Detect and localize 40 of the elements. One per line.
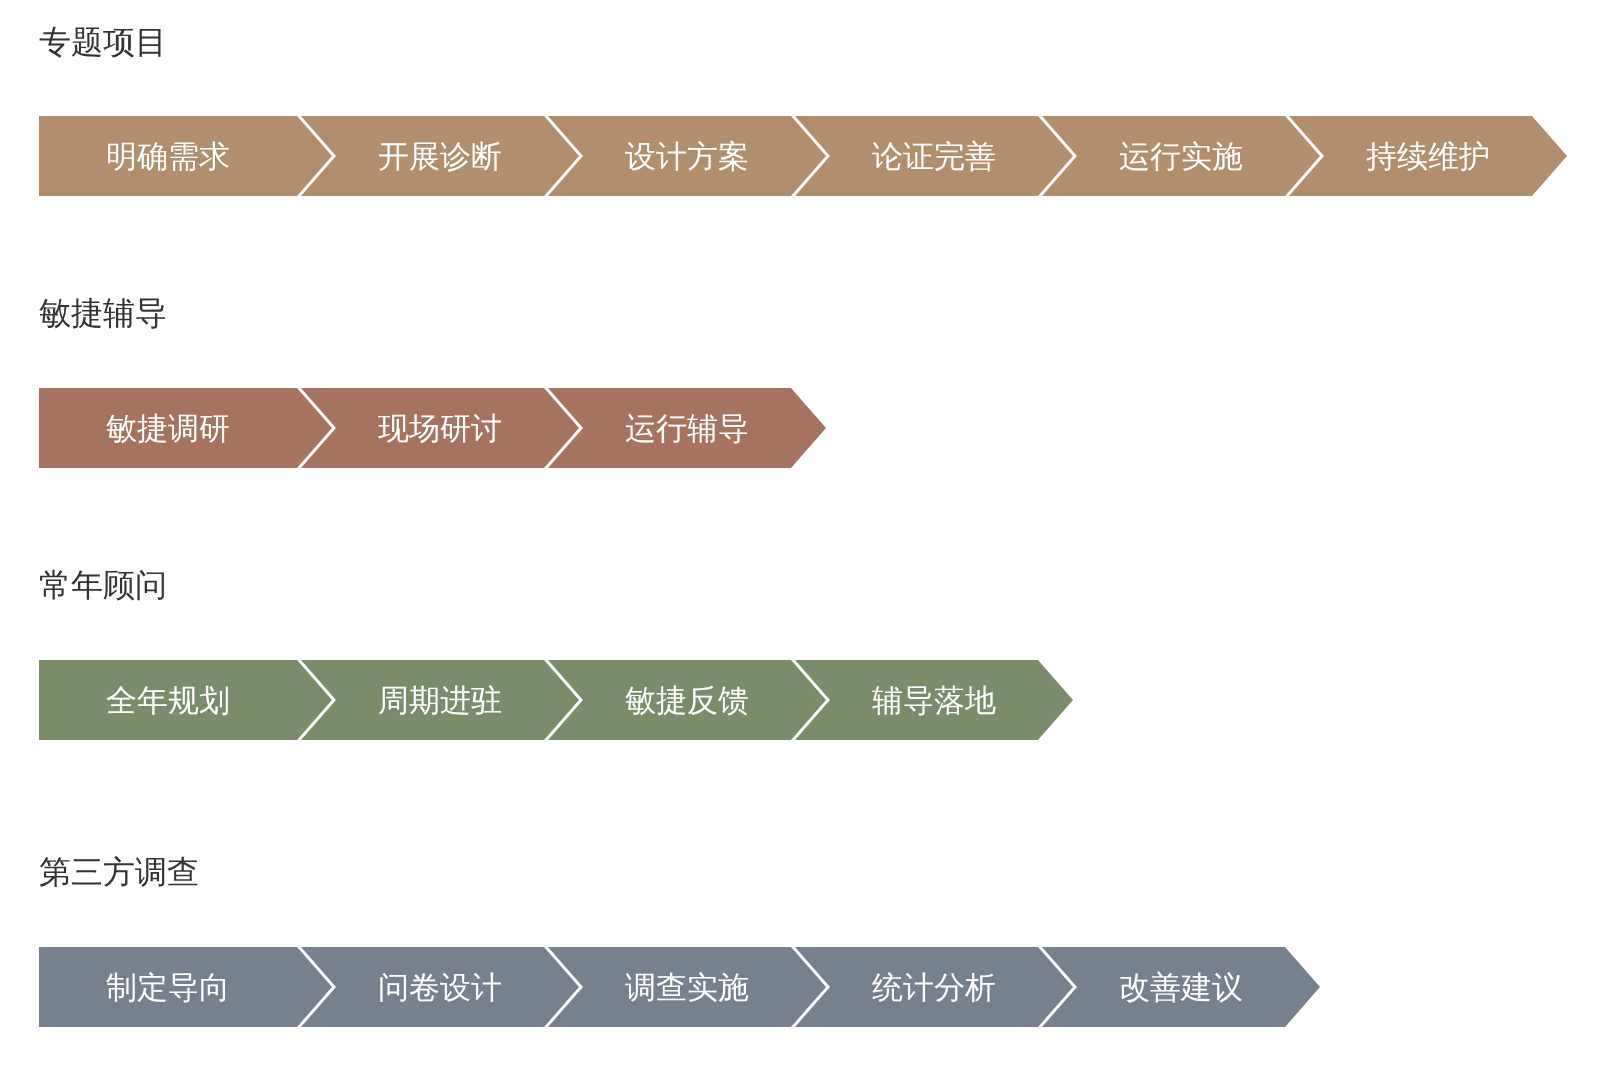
chevron-step [548, 388, 826, 468]
chevron-step [301, 660, 579, 740]
step-label: 调查实施 [624, 968, 750, 1007]
chevron-step [795, 947, 1073, 1027]
step-label: 问卷设计 [377, 968, 503, 1007]
section-heading: 专题项目 [39, 22, 167, 62]
section-heading: 第三方调查 [39, 852, 199, 892]
step-label: 周期进驻 [377, 681, 503, 720]
chevron-step [39, 660, 332, 740]
step-label: 统计分析 [871, 968, 997, 1007]
chevron-step [548, 116, 826, 196]
step-label: 现场研讨 [377, 409, 503, 448]
chevron-step [795, 660, 1073, 740]
step-label: 制定导向 [105, 968, 231, 1007]
step-label: 敏捷反馈 [624, 681, 750, 720]
step-label: 开展诊断 [377, 137, 503, 176]
step-label: 辅导落地 [871, 681, 997, 720]
chevron-step [301, 947, 579, 1027]
chevron-step [39, 388, 332, 468]
step-label: 设计方案 [624, 137, 750, 176]
section-heading: 常年顾问 [39, 565, 167, 605]
chevron-step [39, 947, 332, 1027]
chevron-step [1042, 116, 1320, 196]
section-heading: 敏捷辅导 [39, 293, 167, 333]
chevron-step [39, 116, 332, 196]
step-label: 改善建议 [1118, 968, 1244, 1007]
chevron-step [1042, 947, 1320, 1027]
step-label: 明确需求 [105, 137, 231, 176]
chevron-step [795, 116, 1073, 196]
step-label: 论证完善 [871, 137, 997, 176]
chevron-step [301, 388, 579, 468]
chevron-step [1289, 116, 1567, 196]
step-label: 运行实施 [1118, 137, 1244, 176]
chevron-step [548, 660, 826, 740]
step-label: 敏捷调研 [105, 409, 231, 448]
step-label: 持续维护 [1365, 137, 1491, 176]
chevron-step [301, 116, 579, 196]
step-label: 运行辅导 [624, 409, 750, 448]
chevron-step [548, 947, 826, 1027]
step-label: 全年规划 [105, 681, 231, 720]
